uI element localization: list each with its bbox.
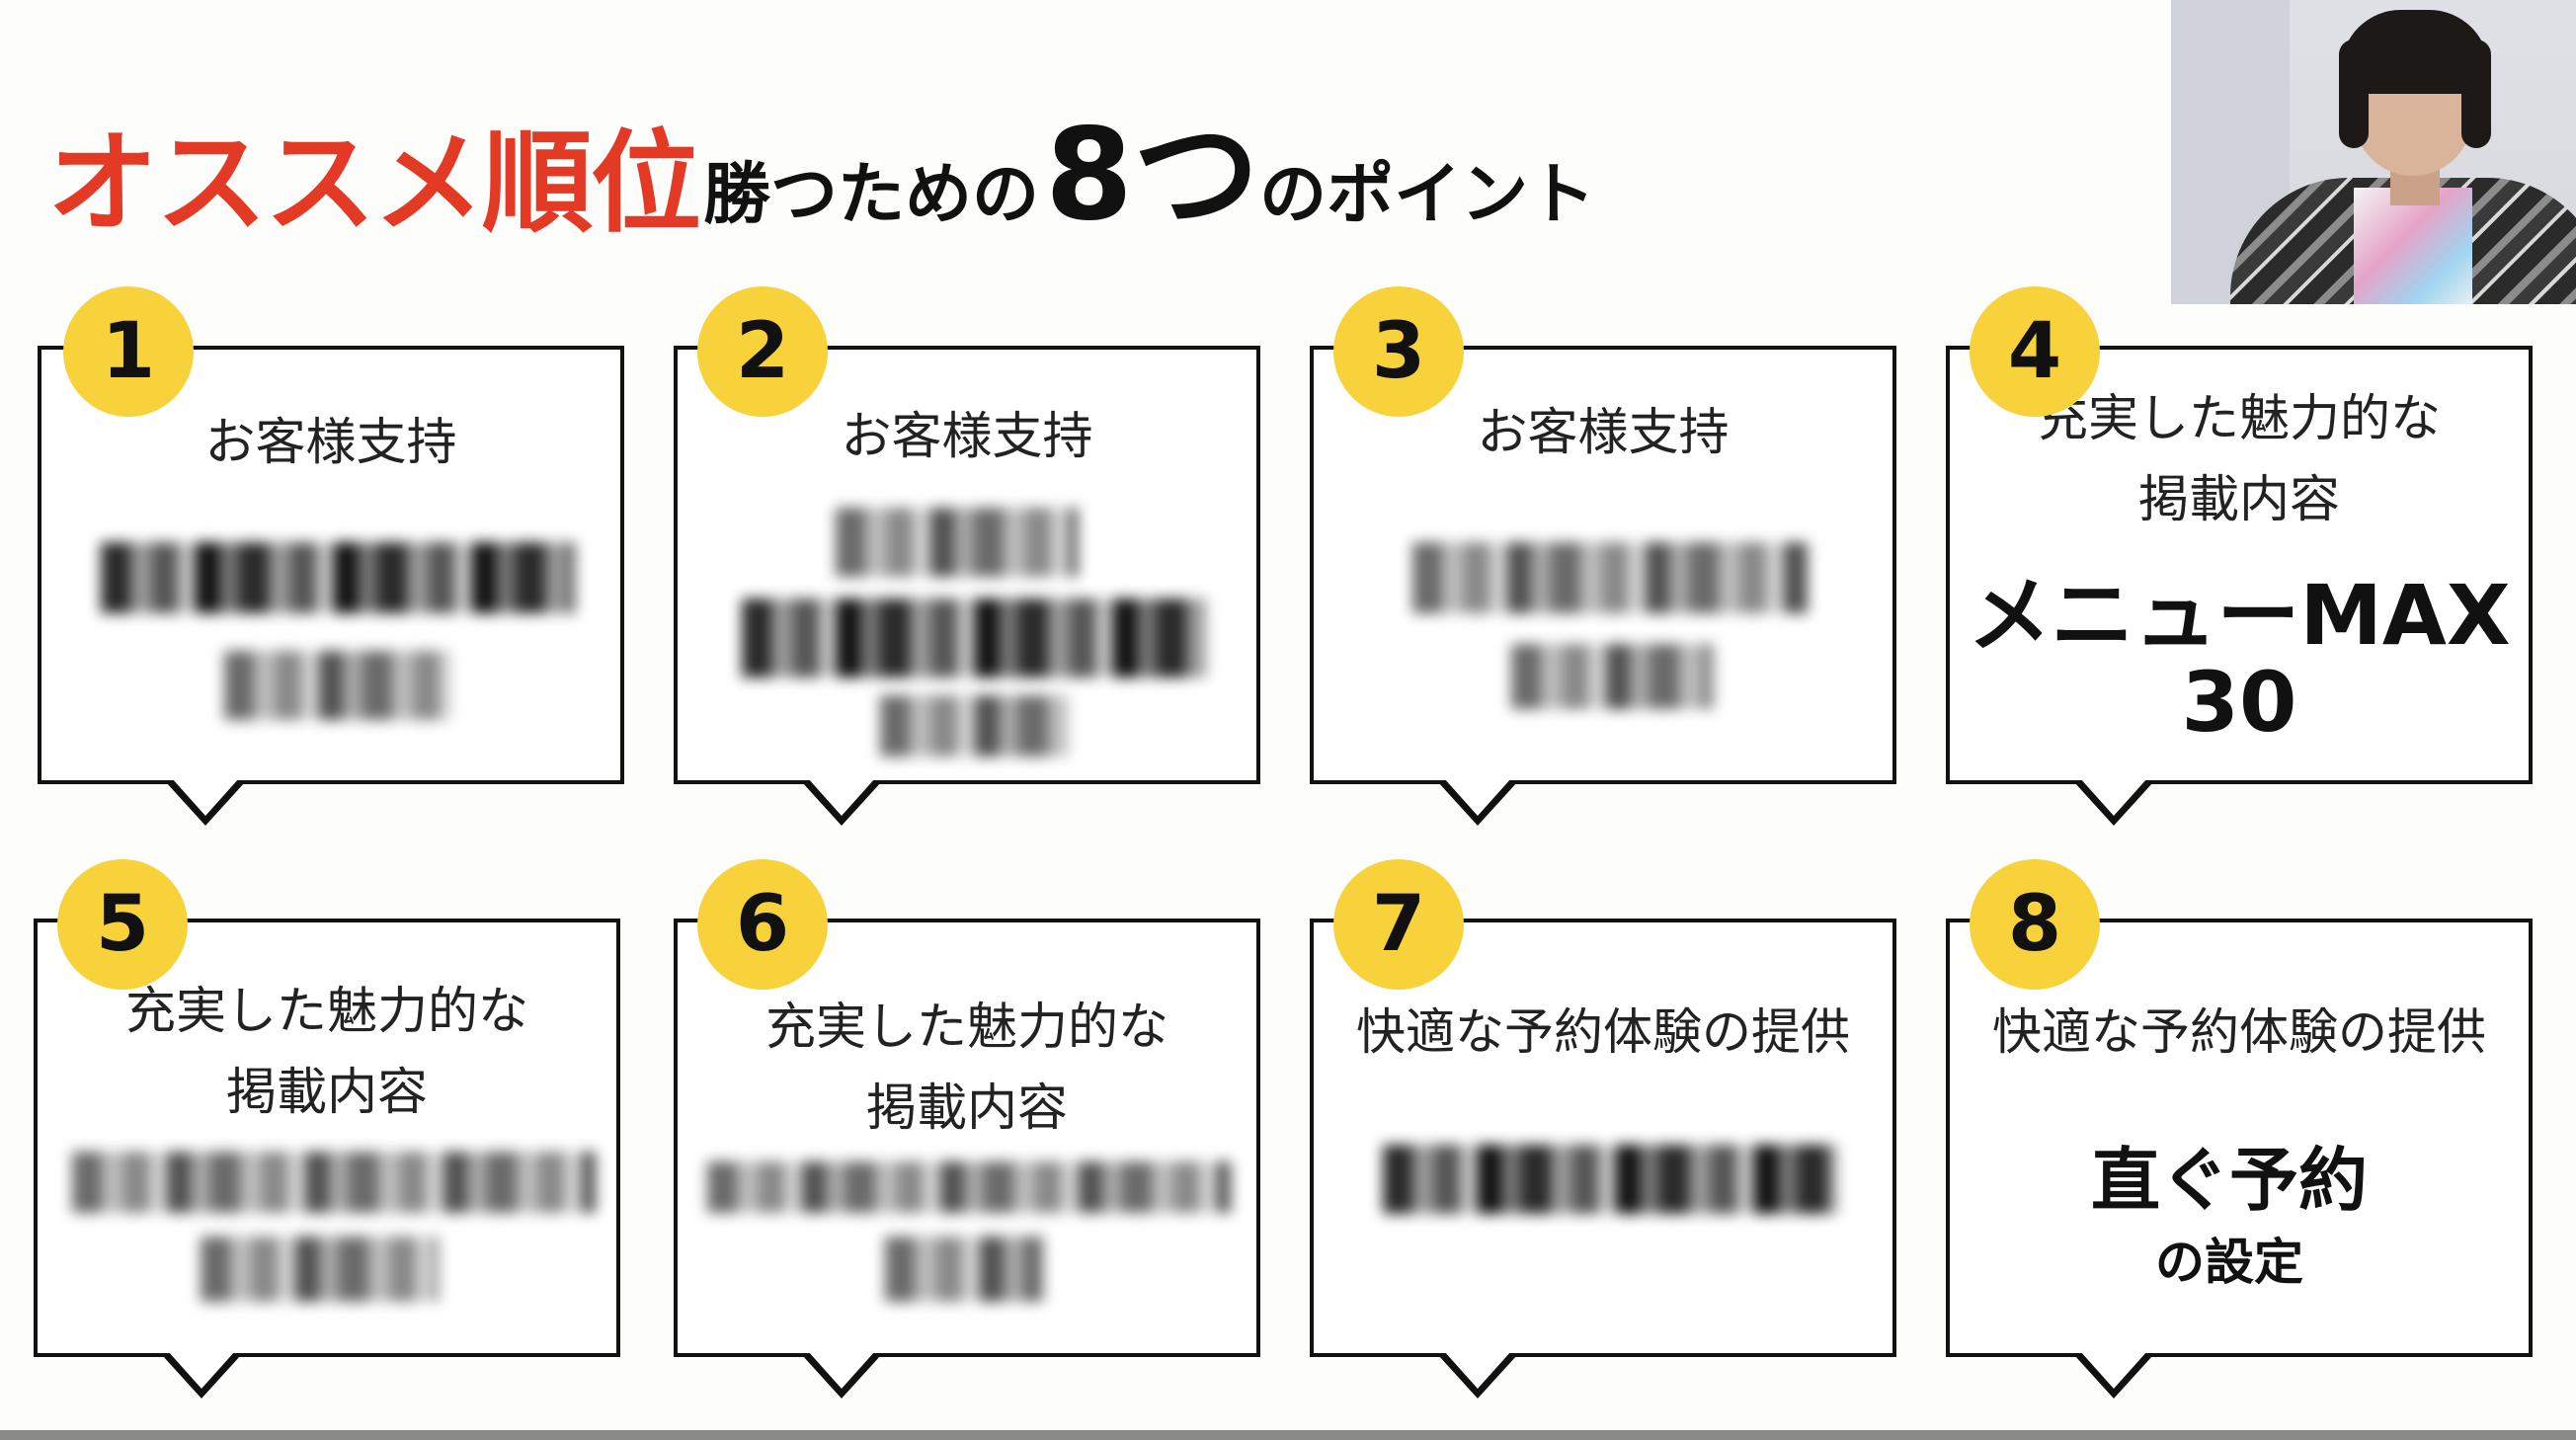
point-card-5: 充実した魅力的な 掲載内容	[34, 919, 620, 1399]
number-badge-1: 1	[63, 286, 194, 417]
number-badge-2: 2	[697, 286, 828, 417]
point-6-blurred-content-2	[885, 1237, 1043, 1302]
point-5-blurred-content-2	[201, 1237, 438, 1302]
speech-bubble-tail	[2074, 1351, 2153, 1399]
point-1-blurred-content-2	[224, 651, 451, 720]
point-3-blurred-content-2	[1511, 644, 1714, 709]
point-4-detail: メニューMAX 30	[1968, 567, 2511, 752]
number-badge-8: 8	[1970, 859, 2100, 990]
point-3-blurred-content	[1412, 542, 1808, 613]
speech-bubble-tail	[162, 1351, 241, 1399]
point-5-blurred-content	[72, 1152, 596, 1213]
number-badge-4: 4	[1970, 286, 2100, 417]
title-middle: 勝つための	[703, 156, 1040, 234]
point-card-7: 快適な予約体験の提供	[1310, 919, 1896, 1399]
point-4-heading: 充実した魅力的な 掲載内容	[2037, 390, 2441, 529]
point-2-heading: お客様支持	[841, 408, 1093, 466]
point-8-heading: 快適な予約体験の提供	[1992, 1003, 2486, 1061]
point-6-blurred-content	[707, 1161, 1231, 1213]
title-number: 8つ	[1045, 102, 1260, 249]
speech-bubble-tail	[1438, 1351, 1517, 1399]
point-1-heading: お客様支持	[204, 414, 457, 472]
number-badge-5: 5	[57, 859, 188, 990]
speech-bubble-tail	[2074, 778, 2153, 826]
point-7-blurred-content	[1383, 1145, 1837, 1214]
point-3-heading: お客様支持	[1477, 404, 1730, 462]
title-end: のポイント	[1259, 156, 1596, 234]
point-card-6: 充実した魅力的な 掲載内容	[674, 919, 1260, 1399]
point-card-8: 快適な予約体験の提供 直ぐ予約 の設定	[1946, 919, 2533, 1399]
presenter-video	[2171, 0, 2576, 304]
speech-bubble-tail	[802, 778, 881, 826]
point-7-heading: 快適な予約体験の提供	[1356, 1003, 1850, 1061]
speech-bubble-tail	[1438, 778, 1517, 826]
point-2-blurred-content-3	[880, 695, 1068, 757]
point-card-2: お客様支持	[674, 346, 1260, 826]
number-badge-7: 7	[1333, 859, 1464, 990]
point-6-heading: 充実した魅力的な 掲載内容	[765, 999, 1168, 1138]
bottom-border	[0, 1430, 2576, 1440]
speech-bubble-tail	[802, 1351, 881, 1399]
point-card-4: 充実した魅力的な 掲載内容 メニューMAX 30	[1946, 346, 2533, 826]
point-card-3: お客様支持	[1310, 346, 1896, 826]
point-8-detail-main: 直ぐ予約	[2091, 1140, 2368, 1221]
title-highlight: オススメ順位	[47, 120, 701, 248]
point-1-blurred-content	[101, 542, 575, 613]
point-2-blurred-content-2	[742, 599, 1206, 678]
point-2-blurred-content	[836, 508, 1078, 577]
point-card-1: お客様支持	[38, 346, 624, 826]
point-8-detail-sub: の設定	[2155, 1234, 2303, 1291]
slide-title: オススメ順位 勝つための 8つ のポイント	[47, 102, 1596, 249]
number-badge-6: 6	[697, 859, 828, 990]
point-5-heading: 充実した魅力的な 掲載内容	[124, 983, 528, 1122]
speech-bubble-tail	[166, 778, 245, 826]
number-badge-3: 3	[1333, 286, 1464, 417]
